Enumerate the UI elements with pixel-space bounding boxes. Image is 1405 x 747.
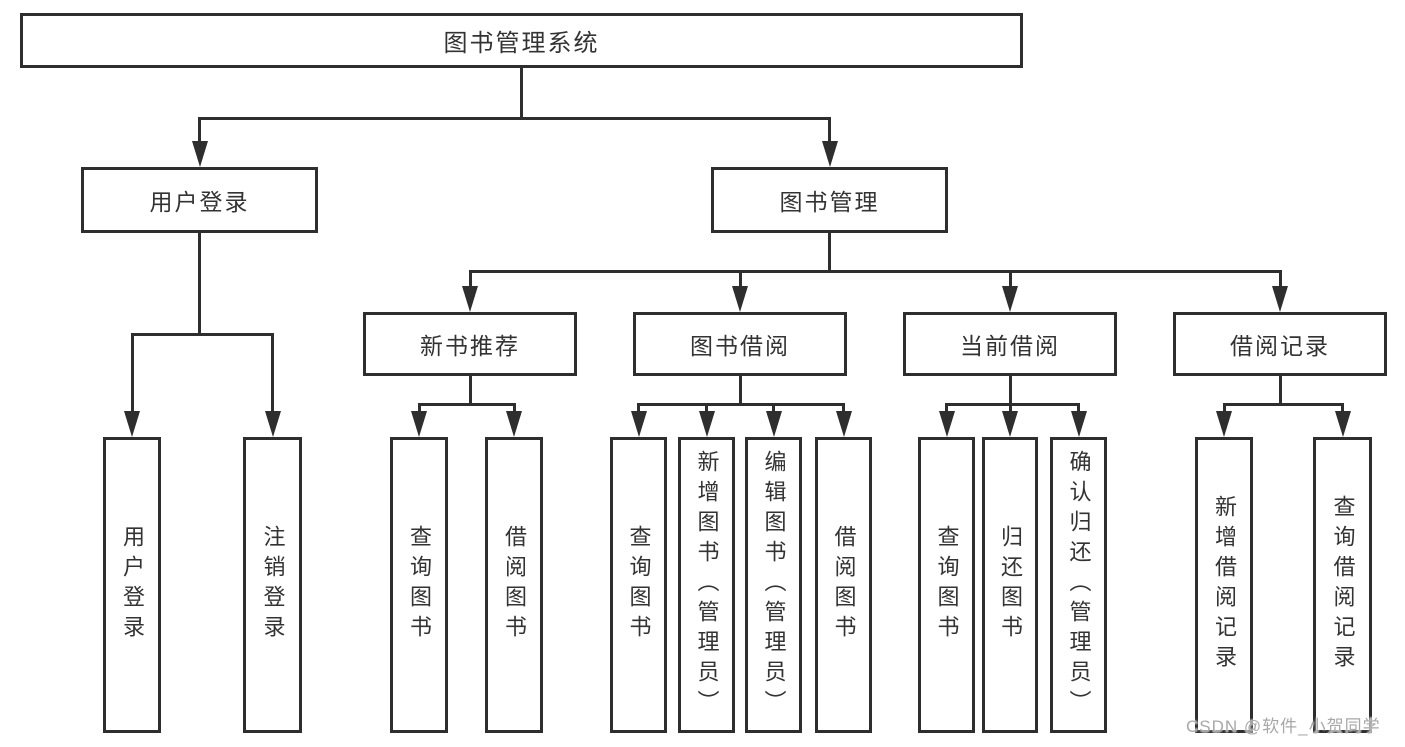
- node-label-logout-op: 注销登录: [260, 525, 286, 645]
- arrowhead-down-icon: [1216, 411, 1232, 437]
- arrowhead-down-icon: [821, 141, 838, 167]
- node-borrow-books-op: 借阅图书: [815, 437, 872, 733]
- node-label-current-borrowing: 当前借阅: [960, 333, 1060, 359]
- node-query-books-current: 查询图书: [918, 437, 975, 733]
- node-label-add-borrow-record: 新增借阅记录: [1212, 495, 1237, 675]
- node-book-borrowing: 图书借阅: [633, 312, 847, 376]
- node-edit-books-admin: 编辑图书（管理员）: [745, 437, 802, 733]
- connector-drop: [828, 117, 831, 141]
- connector-stub: [828, 233, 831, 273]
- arrowhead-down-icon: [1002, 286, 1018, 312]
- connector-drop: [1341, 403, 1344, 411]
- node-label-new-book-recommend: 新书推荐: [420, 333, 520, 359]
- arrowhead-down-icon: [264, 411, 281, 437]
- node-label-borrow-books-recommend: 借阅图书: [502, 525, 527, 645]
- connector-stub: [198, 233, 201, 336]
- node-label-query-books-borrowing: 查询图书: [626, 525, 652, 645]
- node-label-borrowing-records: 借阅记录: [1230, 333, 1330, 359]
- node-borrowing-records: 借阅记录: [1173, 312, 1387, 376]
- connector-rail: [1222, 403, 1344, 406]
- connector-drop: [198, 117, 201, 141]
- arrowhead-down-icon: [1070, 411, 1087, 437]
- connector-rail: [637, 403, 845, 406]
- node-confirm-return-admin: 确认归还（管理员）: [1050, 437, 1107, 733]
- connector-drop: [417, 403, 421, 411]
- arrowhead-down-icon: [1002, 411, 1018, 437]
- arrowhead-down-icon: [630, 411, 647, 437]
- node-label-query-books-recommend: 查询图书: [407, 525, 432, 645]
- arrowhead-down-icon: [835, 411, 852, 437]
- node-label-confirm-return-admin: 确认归还（管理员）: [1066, 450, 1092, 720]
- node-label-book-management: 图书管理: [779, 189, 880, 215]
- node-label-return-books: 归还图书: [998, 525, 1023, 645]
- connector-drop: [1008, 403, 1012, 411]
- node-query-books-recommend: 查询图书: [390, 437, 448, 733]
- node-label-query-books-current: 查询图书: [934, 525, 960, 645]
- node-root: 图书管理系统: [20, 13, 1023, 68]
- arrowhead-down-icon: [698, 411, 715, 437]
- connector-drop: [1278, 270, 1282, 286]
- node-new-book-recommend: 新书推荐: [363, 312, 577, 376]
- connector-drop: [1222, 403, 1226, 411]
- arrowhead-down-icon: [411, 411, 427, 437]
- node-label-user-login-op: 用户登录: [120, 525, 145, 645]
- node-current-borrowing: 当前借阅: [903, 312, 1117, 376]
- arrowhead-down-icon: [1334, 411, 1351, 437]
- connector-drop: [945, 403, 948, 411]
- node-label-add-books-admin: 新增图书（管理员）: [694, 450, 720, 720]
- node-add-books-admin: 新增图书（管理员）: [678, 437, 735, 733]
- arrowhead-down-icon: [765, 411, 782, 437]
- arrowhead-down-icon: [462, 286, 478, 312]
- connector-drop: [738, 270, 742, 286]
- node-label-root: 图书管理系统: [443, 30, 600, 57]
- node-borrow-books-recommend: 借阅图书: [485, 437, 543, 733]
- connector-stub: [520, 68, 523, 120]
- connector-rail: [468, 270, 1282, 273]
- arrowhead-down-icon: [1272, 286, 1288, 312]
- connector-drop: [705, 403, 708, 411]
- node-label-user-login: 用户登录: [149, 189, 250, 215]
- connector-drop: [1008, 270, 1012, 286]
- node-query-books-borrowing: 查询图书: [610, 437, 667, 733]
- node-label-borrow-books-op: 借阅图书: [831, 525, 857, 645]
- node-query-borrow-record: 查询借阅记录: [1313, 437, 1372, 733]
- arrowhead-down-icon: [732, 286, 748, 312]
- arrowhead-down-icon: [506, 411, 522, 437]
- connector-drop: [842, 403, 845, 411]
- node-label-edit-books-admin: 编辑图书（管理员）: [761, 450, 787, 720]
- node-user-login: 用户登录: [81, 167, 318, 233]
- connector-drop: [1077, 403, 1080, 411]
- arrowhead-down-icon: [124, 411, 140, 437]
- connector-drop: [130, 333, 134, 411]
- connector-stub: [1278, 376, 1282, 406]
- connector-drop: [772, 403, 775, 411]
- connector-rail: [417, 403, 516, 406]
- connector-drop: [637, 403, 640, 411]
- node-label-book-borrowing: 图书借阅: [690, 333, 790, 359]
- watermark: CSDN @软件_小贺同学: [1186, 717, 1381, 736]
- arrowhead-down-icon: [938, 411, 955, 437]
- node-add-borrow-record: 新增借阅记录: [1195, 437, 1253, 733]
- arrowhead-down-icon: [191, 141, 208, 167]
- node-book-management: 图书管理: [711, 167, 948, 233]
- connector-rail: [198, 117, 831, 120]
- connector-drop: [512, 403, 516, 411]
- node-label-query-borrow-record: 查询借阅记录: [1330, 495, 1356, 675]
- connector-rail: [945, 403, 1080, 406]
- connector-stub: [468, 376, 472, 406]
- node-logout-op: 注销登录: [243, 437, 302, 733]
- connector-drop: [271, 333, 274, 411]
- node-return-books: 归还图书: [982, 437, 1038, 733]
- connector-rail: [130, 333, 274, 336]
- connector-drop: [468, 270, 472, 286]
- node-user-login-op: 用户登录: [103, 437, 161, 733]
- connector-stub: [738, 376, 742, 406]
- connector-stub: [1008, 376, 1012, 406]
